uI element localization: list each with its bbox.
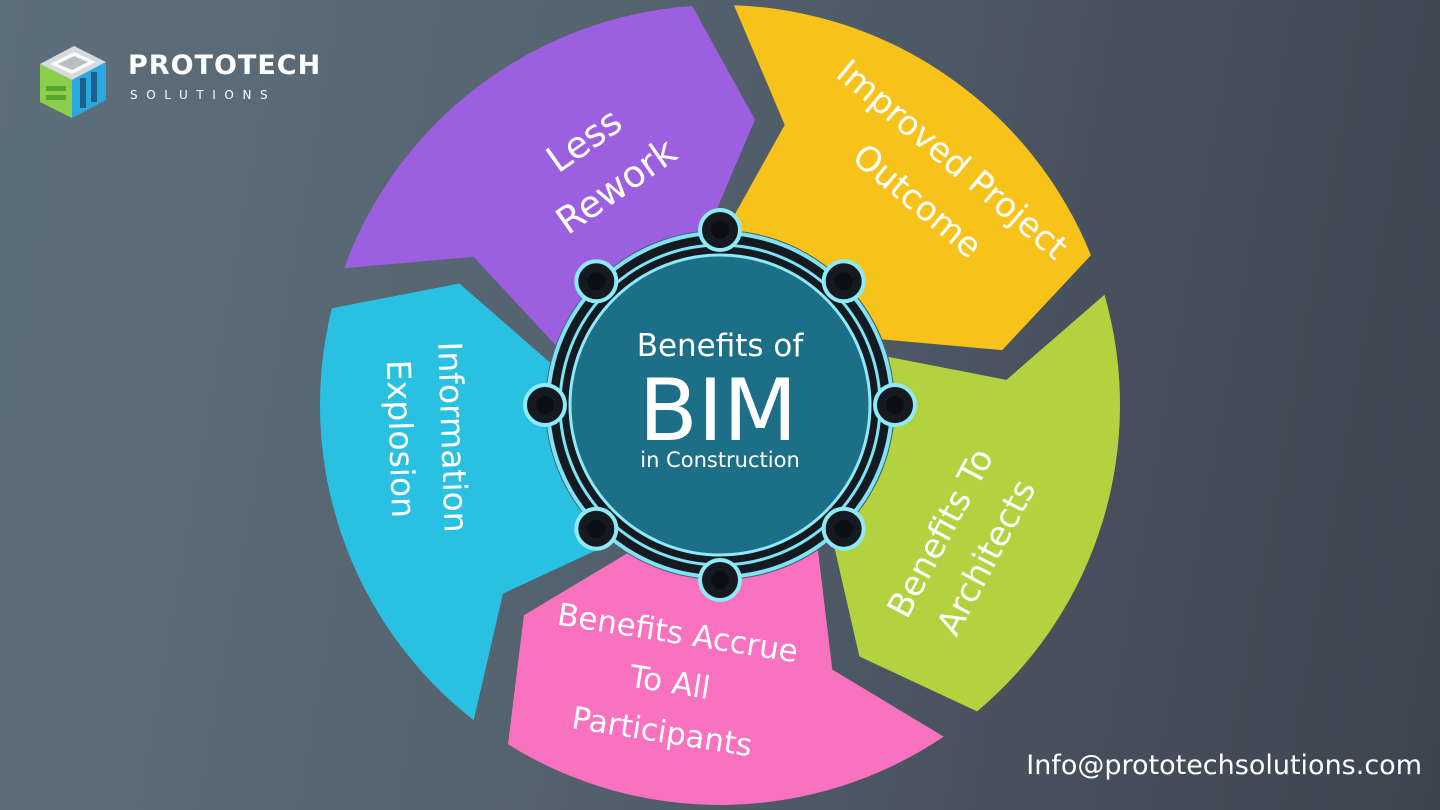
segment-benefits-accrue [508, 550, 944, 806]
prototech-logo[interactable]: PROTOTECH SOLUTIONS [36, 42, 336, 122]
hub-bolt-hole [886, 396, 904, 414]
brand-name-part1: PROTO [128, 50, 238, 81]
brand-name: PROTOTECH [128, 50, 321, 81]
hub-circle [568, 253, 872, 557]
segment-label-line: Information [430, 341, 476, 533]
brand-subtitle: SOLUTIONS [130, 88, 277, 102]
center-title-top: Benefits of [637, 328, 805, 364]
center-title-main: BIM [639, 361, 798, 461]
hub-bolt-hole [711, 221, 729, 239]
hub-bolt-hole [711, 571, 729, 589]
hub-bolt-hole [587, 519, 606, 538]
logo-cube-icon [40, 46, 106, 118]
segment-less-rework [344, 6, 755, 346]
segment-label-information-explosion: InformationExplosion [378, 341, 476, 535]
center-title-bottom: in Construction [640, 448, 800, 472]
hub-bolt-hole [536, 396, 554, 414]
brand-name-part2: TECH [237, 50, 322, 81]
contact-email[interactable]: Info@prototechsolutions.com [1026, 750, 1422, 781]
segment-improved-project-outcome [726, 5, 1091, 351]
segment-label-line: Explosion [379, 359, 423, 518]
center-hub: Benefits of BIM in Construction [523, 208, 917, 602]
hub-bolt-hole [834, 272, 853, 291]
hub-bolt-hole [834, 519, 853, 538]
hub-bolt-hole [587, 272, 606, 291]
